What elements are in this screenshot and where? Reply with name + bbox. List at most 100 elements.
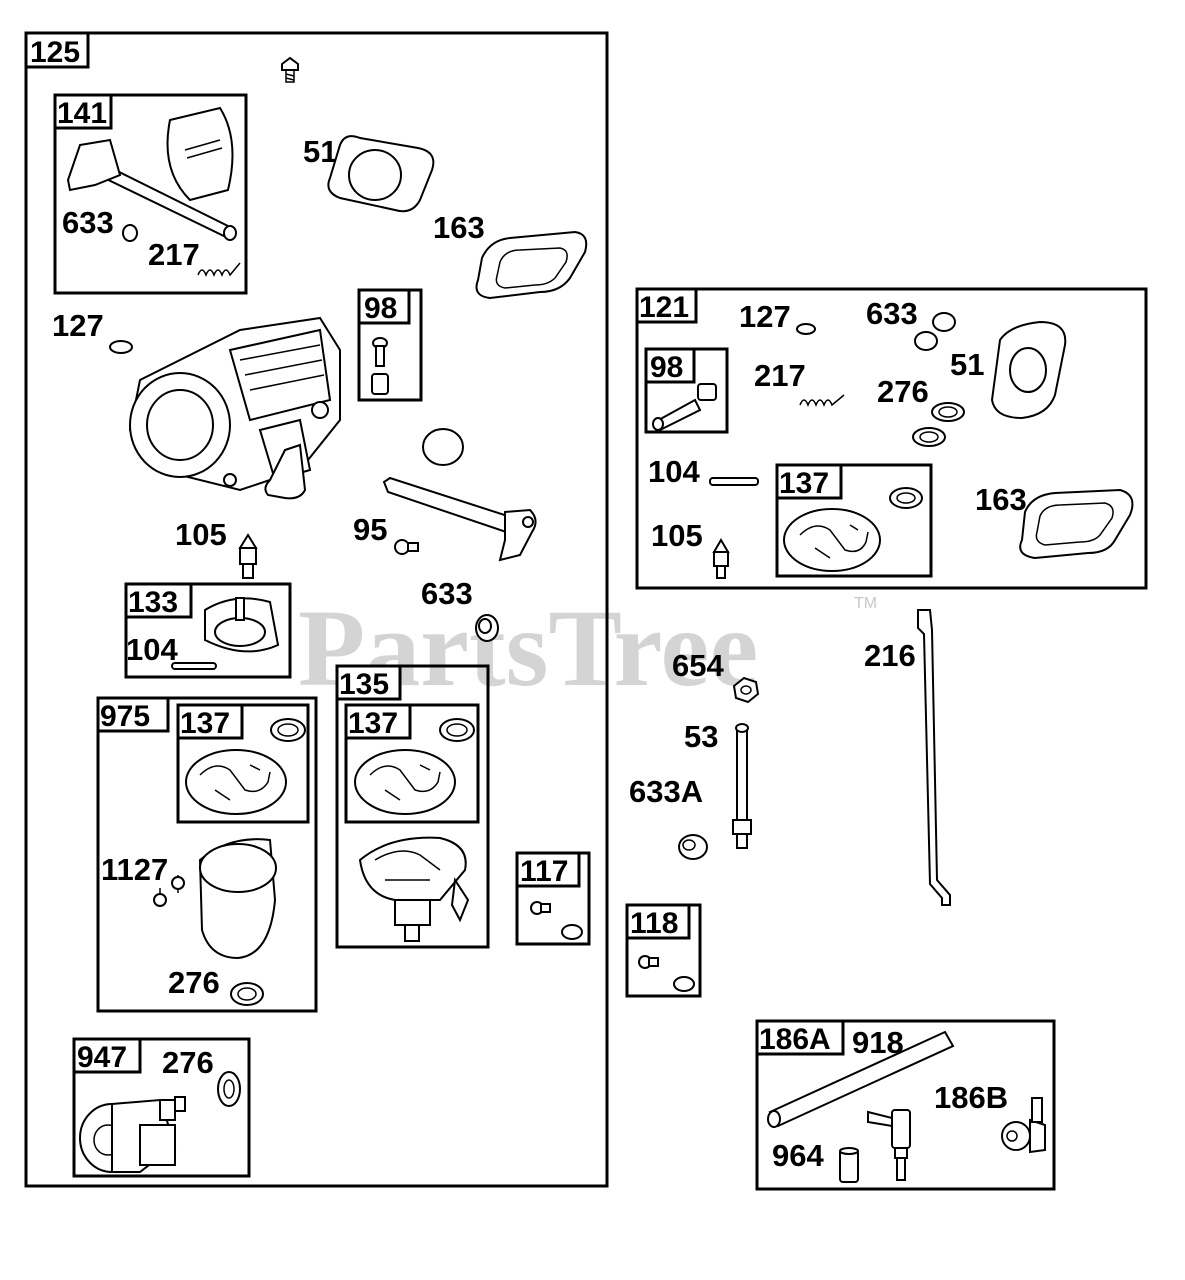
fitting-186B-part: [1001, 1097, 1046, 1154]
kit-137-c-tag: [775, 463, 843, 500]
label-105-kit121: 105: [651, 518, 703, 553]
gasket-163-121-part: [1019, 488, 1134, 560]
kit-98-b-label: 98: [650, 351, 683, 384]
carburetor-body-part: [128, 316, 341, 500]
kit-137-a-label: 137: [180, 707, 230, 740]
kit-118-tag: [625, 903, 691, 940]
label-95: 95: [353, 512, 387, 547]
kit-137-c-label: 137: [779, 467, 829, 500]
label-276-kit975: 276: [168, 965, 220, 1000]
assembly-125-label: 125: [30, 36, 80, 69]
kit-98-label: 98: [364, 292, 397, 325]
kit-947-label: 947: [77, 1041, 127, 1074]
kit-98-b-tag: [644, 347, 696, 384]
kit-137-c-frame: [775, 463, 933, 578]
kit-186A-label: 186A: [759, 1023, 831, 1056]
kit-133-label: 133: [128, 586, 178, 619]
kit-141-frame: [53, 93, 248, 295]
kit-186A-tag: [755, 1019, 845, 1056]
governor-link-part: [917, 609, 951, 906]
gasket-set-b-part: [354, 718, 475, 815]
kit-118-label: 118: [630, 907, 678, 940]
kit-135-tag: [335, 664, 402, 701]
carburetor-base-part: [358, 836, 470, 942]
kit-975-tag: [96, 696, 170, 733]
kit-133-tag: [124, 582, 193, 619]
kit-137-b-label: 137: [348, 707, 398, 740]
label-654: 654: [672, 648, 724, 683]
kit-135-label: 135: [339, 668, 389, 701]
screw-117-part: [530, 901, 583, 940]
washer-947-part: [217, 1071, 241, 1107]
label-51-kit121: 51: [950, 347, 984, 382]
kit-141-label: 141: [57, 97, 107, 130]
label-276-kit947: 276: [162, 1045, 214, 1080]
watermark-trademark: TM: [854, 595, 877, 612]
washers-276-121-part: [912, 402, 965, 447]
label-964: 964: [772, 1138, 824, 1173]
kit-117-tag: [515, 851, 581, 888]
label-217-kit141: 217: [148, 237, 200, 272]
kit-137-a-tag: [176, 703, 244, 740]
gasket-51-121-part: [990, 320, 1067, 420]
kit-121-label: 121: [639, 291, 689, 324]
screw-part: [281, 56, 299, 83]
o-ring-part: [109, 340, 133, 354]
label-163: 163: [433, 210, 485, 245]
assembly-125-tag: [24, 31, 90, 69]
idle-screw-part: [371, 337, 389, 395]
gasket-set-a-part: [185, 718, 306, 815]
gasket-set-c-part: [783, 487, 923, 572]
label-633-kit141: 633: [62, 205, 114, 240]
o-ring-121-part: [796, 323, 816, 335]
float-bowl-part: [153, 838, 277, 960]
label-633-kit121: 633: [866, 296, 918, 331]
label-633A: 633A: [629, 774, 703, 809]
kit-133-frame: [124, 582, 292, 679]
label-163-kit121: 163: [975, 482, 1027, 517]
label-105: 105: [175, 517, 227, 552]
kit-137-b-frame: [344, 703, 480, 824]
kit-98-tag: [357, 288, 411, 325]
gasket-51-part: [327, 135, 435, 213]
label-51: 51: [303, 134, 337, 169]
label-217-kit121: 217: [754, 358, 806, 393]
kit-947-frame: [72, 1037, 251, 1178]
screw-95-part: [394, 539, 419, 555]
label-1127: 1127: [101, 852, 168, 887]
label-633: 633: [421, 576, 473, 611]
label-186B: 186B: [934, 1080, 1008, 1115]
needle-valve-121-part: [712, 538, 730, 579]
kit-135-frame: [335, 664, 490, 949]
sleeve-964-part: [839, 1147, 859, 1183]
kit-121-tag: [635, 287, 698, 324]
needle-valve-part: [238, 533, 258, 579]
kit-947-tag: [72, 1037, 142, 1074]
label-127-kit121: 127: [739, 299, 791, 334]
shaft-53-part: [732, 723, 752, 849]
washer-part: [122, 224, 138, 242]
label-104-kit133: 104: [126, 632, 178, 667]
throttle-shaft-part: [66, 106, 237, 241]
gasket-163-part: [475, 230, 588, 300]
solenoid-part: [79, 1096, 186, 1173]
kit-186A-frame: [755, 1019, 1056, 1191]
kit-121-frame: [635, 287, 1148, 590]
pin-104-part: [709, 477, 759, 486]
kit-975-label: 975: [100, 700, 150, 733]
bushing-633A-part: [678, 834, 708, 860]
spring-part: [197, 262, 241, 278]
kit-137-b-tag: [344, 703, 412, 740]
spring-121-part: [799, 394, 845, 408]
kit-117-label: 117: [520, 855, 568, 888]
label-276-kit121: 276: [877, 374, 929, 409]
bushings-121-part: [914, 312, 956, 351]
fuel-valve-part: [867, 1109, 911, 1181]
screw-118-part: [638, 955, 695, 992]
label-216: 216: [864, 638, 916, 673]
washer-276-part: [230, 982, 264, 1006]
label-104-kit121: 104: [648, 454, 700, 489]
nut-654-part: [732, 676, 760, 704]
float-part: [171, 597, 280, 670]
